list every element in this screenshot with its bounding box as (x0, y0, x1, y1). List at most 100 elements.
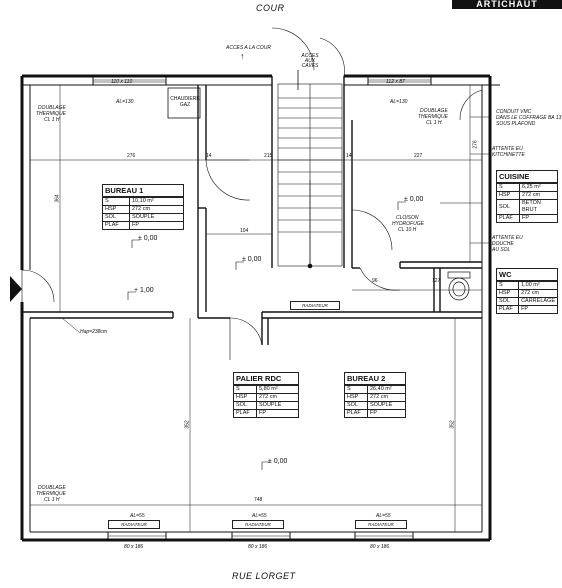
level-bureau1: ± 0,00 (138, 235, 158, 242)
doublage-bottom-2: THERMIQUE (36, 491, 66, 497)
radiator-bottom-2: RADIATEUR (232, 520, 284, 529)
radiator-bottom-3: RADIATEUR (355, 520, 407, 529)
cell: 272 cm (129, 205, 183, 214)
window-bottom-1-al: AL=55 (130, 513, 145, 519)
cell: 272 cm (367, 393, 405, 402)
level-bureau2: ± 0,00 (268, 458, 288, 465)
cell: PLAF (497, 214, 520, 222)
cell: FP (367, 409, 405, 417)
courtyard-label: COUR (256, 3, 285, 13)
cell: HSP (345, 393, 368, 402)
dim-127: 127 (432, 278, 441, 284)
dimension-lines (30, 85, 482, 532)
doublage-right-2: THERMIQUE (418, 114, 448, 120)
cell: PLAF (345, 409, 368, 417)
cell: PLAF (234, 409, 257, 417)
dim-14-b: 14 (346, 153, 352, 159)
cell: PLAF (497, 305, 520, 313)
cell: FP (129, 221, 183, 229)
radiator-palier: RADIATEUR (290, 301, 340, 310)
window-top-left-size: 110 x 110 (111, 79, 133, 85)
dim-14-a: 14 (206, 153, 212, 159)
wall-right (481, 76, 492, 540)
entry-door-swing (21, 269, 55, 303)
dim-276: 276 (127, 153, 136, 159)
cell: S (234, 385, 257, 394)
cell: 10,10 m² (129, 197, 183, 206)
cell: FP (519, 214, 557, 222)
leader-lines (61, 116, 490, 334)
doublage-right-3: CL 1 H (426, 120, 442, 126)
level-plus-1: + 1,00 (134, 287, 154, 294)
window-bottom-3-size: 80 x 186 (370, 544, 390, 550)
attente-douche-1: ATTENTE EU (492, 235, 523, 241)
dim-748: 748 (254, 497, 263, 503)
doublage-left-1: DOUBLAGE (38, 105, 66, 111)
conduit-vmc-2: DANS LE COFFRAGE BA 13 (496, 115, 562, 121)
level-markers (127, 201, 406, 470)
radiator-bottom-1: RADIATEUR (108, 520, 160, 529)
conduit-vmc-1: CONDUIT VMC (496, 109, 532, 115)
chaudiere-label: CHAUDIERE GAZ (170, 96, 200, 108)
cell: 1,00 m² (518, 281, 557, 290)
attente-kitchinette-2: KITCHINETTE (492, 152, 525, 158)
cell: S (103, 197, 130, 206)
cell: 26,40 m² (367, 385, 405, 394)
window-bottom-1-size: 80 x 186 (124, 544, 144, 550)
doublage-left-3: CL 1 H (44, 117, 60, 123)
doublage-right-1: DOUBLAGE (420, 108, 448, 114)
window-top-right-al: AL=130 (390, 99, 408, 105)
window-top-left (93, 79, 166, 83)
cell: 272 cm (518, 289, 557, 298)
cell: S (497, 183, 520, 192)
window-bottom-2-al: AL=55 (252, 513, 267, 519)
cloison-3: CL 10 H (398, 227, 417, 233)
dim-227: 227 (414, 153, 423, 159)
room-wc-name: WC (497, 269, 557, 281)
room-cuisine-name: CUISINE (497, 171, 557, 183)
doublage-left-2: THERMIQUE (36, 111, 66, 117)
attente-douche-2: DOUCHE (492, 241, 514, 247)
toilet (447, 271, 471, 301)
cell: SOL (345, 401, 368, 410)
level-palier-top: ± 0,00 (242, 256, 262, 263)
cell: HSP (497, 289, 520, 298)
cell: S (345, 385, 368, 394)
cell: PLAF (103, 221, 130, 229)
cell: HSP (497, 191, 520, 200)
cell: 272 cm (519, 191, 557, 200)
conduit-vmc-3: SOUS PLAFOND (496, 121, 536, 127)
doublage-bottom-3: CL 1 H (44, 497, 60, 503)
dim-276-right: 276 (472, 140, 479, 149)
cell: SOUPLE (367, 401, 405, 410)
dim-96: 96 (372, 278, 378, 284)
cell: FP (518, 305, 557, 313)
window-top-left-al: AL=130 (116, 99, 134, 105)
acces-caves-label: ACCES AUX CAVES (301, 53, 319, 69)
cell: 6,25 m² (519, 183, 557, 192)
cell: SOUPLE (256, 401, 298, 410)
room-bureau2-name: BUREAU 2 (345, 373, 405, 385)
window-bottom-2-size: 80 x 186 (248, 544, 268, 550)
wall-top (22, 74, 500, 86)
staircase (277, 83, 343, 269)
hap-label: Hap=238cm (80, 329, 108, 335)
window-top-right-size: 112 x 87 (386, 79, 405, 85)
cell: HSP (234, 393, 257, 402)
window-top-right (368, 79, 431, 83)
room-bureau1-name: BUREAU 1 (103, 185, 183, 197)
dim-215: 215 (264, 153, 273, 159)
street-label: RUE LORGET (232, 571, 296, 581)
cell: 272 cm (256, 393, 298, 402)
wall-bottom (22, 531, 490, 542)
dim-352-right: 352 (449, 420, 456, 429)
cell: SOL (234, 401, 257, 410)
cell: SOL (103, 213, 130, 222)
cloison-1: CLOISON (396, 215, 419, 221)
